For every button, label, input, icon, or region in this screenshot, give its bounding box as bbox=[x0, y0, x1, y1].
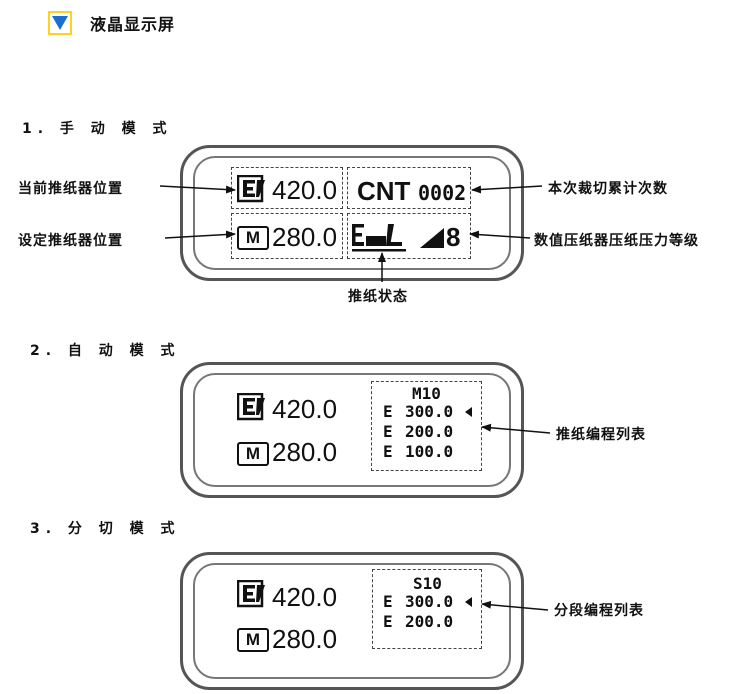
section-title-manual: 1. 手 动 模 式 bbox=[22, 121, 173, 137]
split-set-position-value: 280.0 bbox=[272, 624, 338, 654]
cnt-value: 0002 bbox=[418, 181, 467, 205]
frame-cut-count bbox=[347, 167, 471, 209]
pressure-level-icon bbox=[420, 228, 444, 248]
label-split-program-list: 分段编程列表 bbox=[554, 603, 644, 619]
lcd-screen-auto bbox=[180, 362, 524, 498]
split-list-row-2: 200.0 bbox=[405, 612, 454, 631]
frame-split-program-list bbox=[372, 569, 482, 649]
row-pointer-icon bbox=[465, 407, 472, 417]
set-position-badge: M bbox=[237, 226, 269, 250]
auto-set-position-value: 280.0 bbox=[272, 437, 338, 467]
lcd-inner-auto bbox=[193, 373, 511, 487]
pressure-level-value: 8 bbox=[446, 222, 461, 252]
pusher-position-icon bbox=[237, 580, 265, 608]
cnt-label: CNT bbox=[357, 176, 411, 206]
pusher-state-icon bbox=[352, 224, 406, 252]
split-pusher-position-value: 420.0 bbox=[272, 582, 338, 612]
split-list-row-prefix-1: E bbox=[383, 592, 393, 611]
page-title: 液晶显示屏 bbox=[90, 15, 176, 34]
auto-set-position-badge: M bbox=[237, 442, 269, 466]
split-list-row-1: 300.0 bbox=[405, 592, 454, 611]
dropdown-triangle-icon bbox=[48, 11, 72, 35]
auto-list-row-prefix-1: E bbox=[383, 402, 393, 421]
auto-program-title: M10 bbox=[412, 384, 441, 403]
set-position-value: 280.0 bbox=[272, 222, 338, 252]
auto-pusher-position-value: 420.0 bbox=[272, 394, 338, 424]
label-pusher-program-list: 推纸编程列表 bbox=[556, 427, 646, 443]
split-program-title: S10 bbox=[413, 574, 442, 593]
label-pressure-level: 数值压纸器压纸压力等级 bbox=[534, 233, 699, 249]
split-list-row-prefix-2: E bbox=[383, 612, 393, 631]
auto-list-row-prefix-3: E bbox=[383, 442, 393, 461]
section-title-auto: 2. 自 动 模 式 bbox=[30, 343, 181, 359]
auto-list-row-prefix-2: E bbox=[383, 422, 393, 441]
auto-list-row-2: 200.0 bbox=[405, 422, 454, 441]
section-title-split: 3. 分 切 模 式 bbox=[30, 521, 181, 537]
pusher-position-icon bbox=[237, 393, 265, 421]
auto-list-row-1: 300.0 bbox=[405, 402, 454, 421]
lcd-inner-split bbox=[193, 563, 511, 679]
pusher-position-icon bbox=[237, 175, 265, 203]
row-pointer-icon bbox=[465, 597, 472, 607]
lcd-screen-split bbox=[180, 552, 524, 690]
label-cut-count: 本次裁切累计次数 bbox=[548, 181, 668, 197]
pusher-position-value: 420.0 bbox=[272, 175, 338, 205]
label-set-pusher: 设定推纸器位置 bbox=[18, 233, 123, 249]
auto-list-row-3: 100.0 bbox=[405, 442, 454, 461]
page-header: 液晶显示屏 bbox=[48, 8, 175, 38]
label-pusher-state: 推纸状态 bbox=[348, 289, 408, 305]
split-set-position-badge: M bbox=[237, 628, 269, 652]
label-current-pusher: 当前推纸器位置 bbox=[18, 181, 123, 197]
